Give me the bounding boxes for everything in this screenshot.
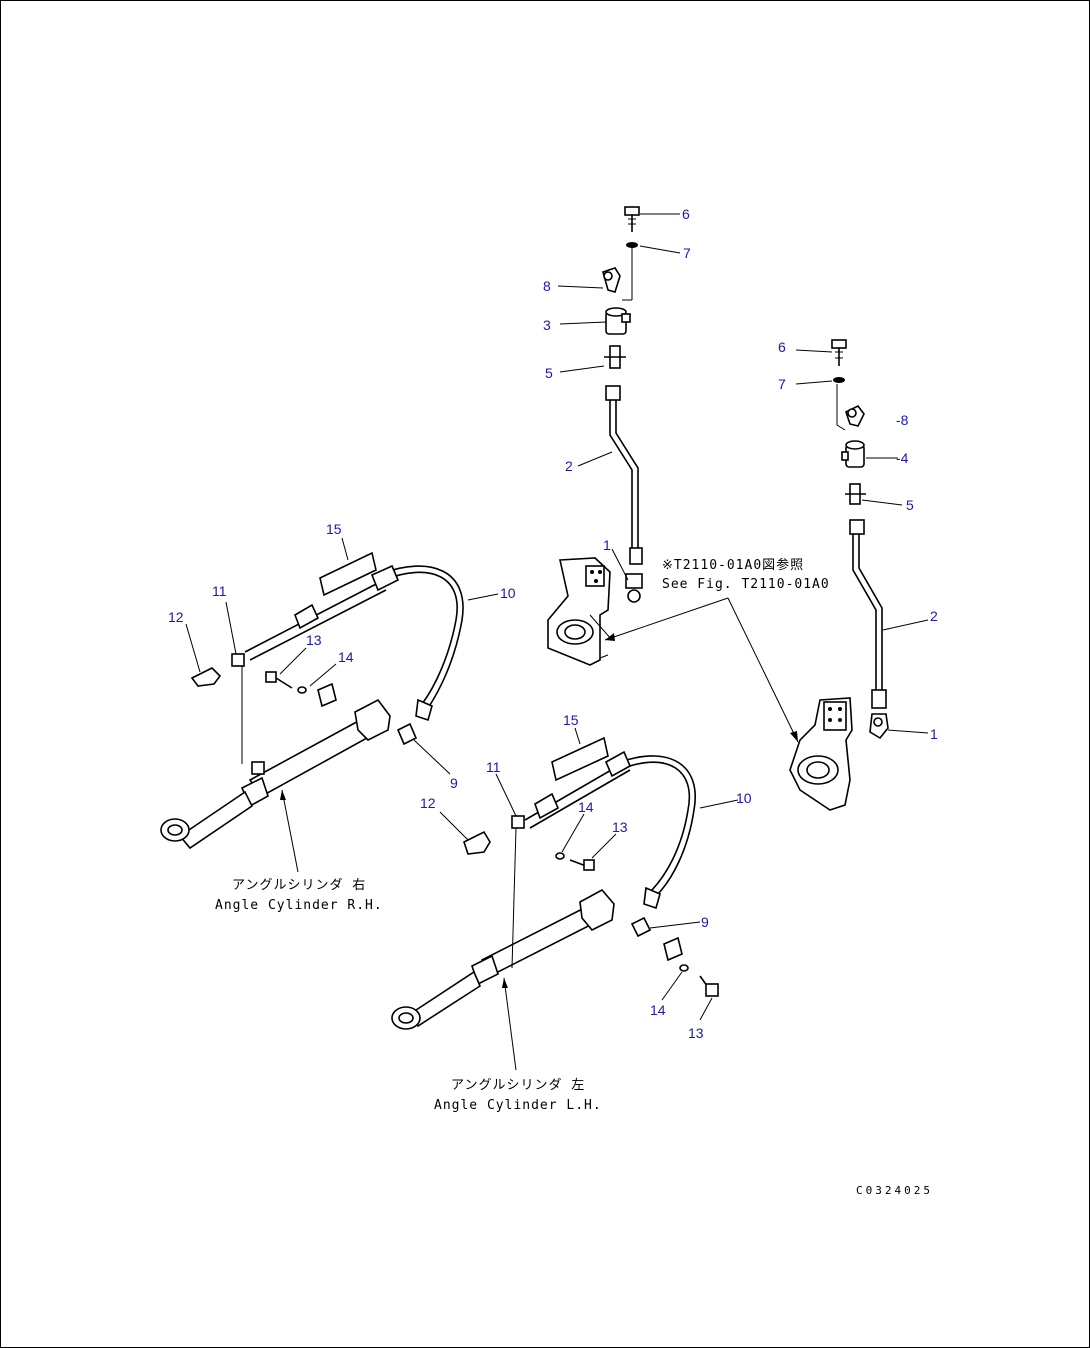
- callout-8: -8: [896, 412, 909, 428]
- right-assembly: [789, 339, 929, 811]
- angle-cylinder-rh-assembly: [160, 537, 499, 873]
- bolt-6-right: [831, 339, 847, 366]
- block-3: [605, 307, 631, 335]
- tube-assembly-lh: [524, 736, 632, 829]
- angle-cylinder-lh-assembly: [391, 727, 739, 1071]
- bolt-13-rh: [265, 671, 293, 689]
- leaders-lh: [439, 727, 739, 1071]
- clamp-8-upper: [602, 267, 621, 293]
- clamp-block-lh: [663, 936, 683, 962]
- washer-14-lh-b: [679, 964, 689, 972]
- callout-15: 15: [326, 521, 342, 537]
- callout-14: 14: [578, 799, 594, 815]
- elbow-1-upper: [625, 573, 643, 603]
- callout-3: 3: [543, 317, 551, 333]
- callout-12: 12: [168, 609, 184, 625]
- callout-13: 13: [612, 819, 628, 835]
- hose-2-right: [849, 519, 887, 709]
- bolt-6-upper: [624, 206, 640, 232]
- callout-4: -4: [896, 450, 909, 466]
- callout-8: 8: [543, 278, 551, 294]
- drawing-code: C0324025: [856, 1184, 933, 1197]
- bracket-right: [789, 697, 853, 811]
- elbow-9-lh: [630, 916, 652, 938]
- callout-9: 9: [701, 914, 709, 930]
- callout-10: 10: [500, 585, 516, 601]
- block-4: [841, 440, 865, 468]
- callout-2: 2: [565, 458, 573, 474]
- bracket-upper: [547, 557, 613, 666]
- washer-14-lh-a: [555, 852, 565, 860]
- cylinder-rh-label-jp: アングルシリンダ 右: [232, 878, 366, 893]
- callout-numbers: 6 7 8 3 5 2 1 6 7 -8 -4 5 2 1 15 10 11 1…: [168, 206, 938, 1041]
- clip-11-rh: [231, 653, 265, 775]
- hose-10-rh: [379, 565, 464, 722]
- callout-2: 2: [930, 608, 938, 624]
- nipple-5-right: [845, 483, 866, 505]
- clamp-8-right: [845, 404, 865, 427]
- leaders-upper-center: [557, 213, 681, 581]
- callout-7: 7: [778, 376, 786, 392]
- hose-10-lh: [619, 755, 696, 910]
- callout-10: 10: [736, 790, 752, 806]
- hose-2-upper: [605, 385, 643, 565]
- callout-7: 7: [683, 245, 691, 261]
- callout-6: 6: [682, 206, 690, 222]
- leaders-rh: [185, 537, 499, 873]
- callout-6: 6: [778, 339, 786, 355]
- bolt-13-lh-b: [699, 975, 719, 997]
- callout-13: 13: [688, 1025, 704, 1041]
- cylinder-lh-label-en: Angle Cylinder L.H.: [434, 1098, 602, 1113]
- washer-14-rh: [297, 686, 307, 694]
- see-fig-leaders: [604, 597, 799, 743]
- callout-14: 14: [338, 649, 354, 665]
- callout-9: 9: [450, 775, 458, 791]
- callout-13: 13: [306, 632, 322, 648]
- see-fig-note-en: See Fig. T2110-01A0: [662, 577, 830, 592]
- see-fig-note-jp: ※T2110-01A0図参照: [662, 557, 804, 573]
- callout-11: 11: [212, 583, 227, 599]
- elbow-9-rh: [396, 722, 418, 746]
- callout-1: 1: [930, 726, 938, 742]
- nipple-5-upper: [604, 345, 626, 369]
- cylinder-lh-label-jp: アングルシリンダ 左: [451, 1078, 585, 1093]
- leaders-right: [795, 349, 929, 734]
- washer-7-right: [833, 377, 845, 383]
- washer-7-upper: [626, 242, 638, 248]
- upper-center-assembly: [547, 206, 681, 666]
- cylinder-lh: [391, 888, 615, 1030]
- clip-11-lh: [511, 815, 525, 969]
- callout-12: 12: [420, 795, 436, 811]
- callout-1: 1: [603, 537, 611, 553]
- callout-11: 11: [486, 759, 501, 775]
- notes: ※T2110-01A0図参照 See Fig. T2110-01A0 アングルシ…: [215, 557, 933, 1197]
- cylinder-rh-label-en: Angle Cylinder R.H.: [215, 898, 383, 913]
- clamp-block-rh: [317, 682, 337, 708]
- callout-5: 5: [545, 365, 553, 381]
- elbow-1-right: [869, 713, 889, 740]
- clamp-12-rh: [190, 667, 222, 687]
- clamp-12-lh: [463, 830, 491, 855]
- bolt-13-lh-a: [569, 859, 595, 871]
- callout-15: 15: [563, 712, 579, 728]
- tube-assembly-rh: [244, 551, 400, 661]
- callout-14: 14: [650, 1002, 666, 1018]
- callout-5: 5: [906, 497, 914, 513]
- cylinder-rh: [160, 698, 391, 850]
